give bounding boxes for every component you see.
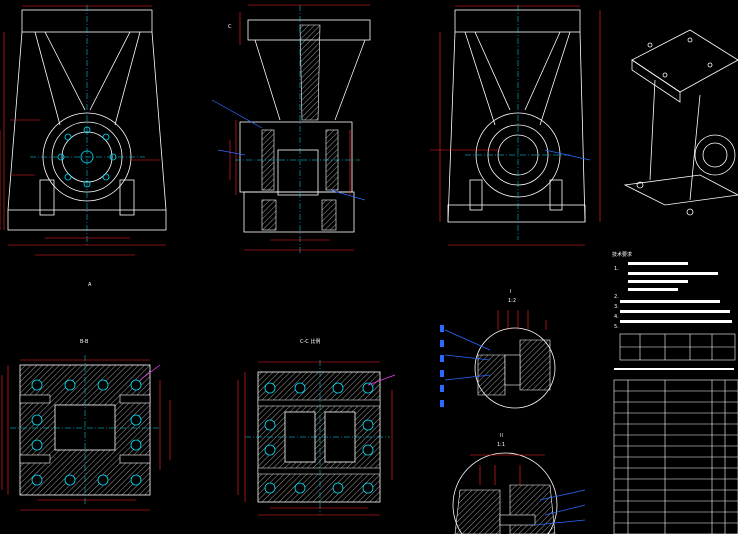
- technical-requirements: 技术要求 1. 2. 3. 4. 5.: [612, 251, 732, 330]
- front-view-right-dimensions: [430, 5, 601, 246]
- detail-i-dimensions: [497, 310, 547, 330]
- note-3: 3.: [614, 304, 619, 310]
- cc-section-title: C-C 比例: [300, 338, 320, 345]
- bb-section-bolts: [31, 379, 142, 486]
- front-view-left-centerlines: [30, 5, 145, 245]
- front-view-right-leader: [544, 149, 591, 161]
- detail-i-scale: 1:2: [508, 298, 516, 304]
- detail-i: [474, 327, 556, 409]
- side-section-leaders: [211, 99, 366, 201]
- section-mark-a: A: [88, 282, 92, 288]
- bb-section-dimensions: [1, 359, 171, 511]
- cc-section-dimensions: [237, 361, 393, 516]
- detail-ii-scale: 1:1: [497, 442, 505, 448]
- side-section-dimensions: [229, 4, 370, 251]
- detail-i-leaders: [444, 329, 491, 381]
- cc-section-centerlines: [245, 360, 390, 515]
- note-4: 4.: [614, 314, 619, 320]
- notes-rule: [614, 368, 734, 370]
- front-view-right-centerlines: [465, 5, 572, 240]
- detail-i-title: I: [510, 289, 511, 295]
- tolerance-table: [619, 333, 736, 361]
- bb-section-title: B-B: [80, 339, 89, 345]
- cc-section-leader: [367, 374, 396, 386]
- cc-section-bolts: [264, 382, 374, 494]
- side-section-view: [239, 19, 371, 233]
- note-2: 2.: [614, 294, 619, 300]
- note-5: 5.: [614, 324, 619, 330]
- front-view-left-dimensions: [0, 5, 166, 256]
- detail-ii-leaders: [534, 489, 586, 526]
- detail-ii-title: II: [500, 433, 503, 439]
- isometric-view: [623, 29, 738, 216]
- side-section-centerlines: [235, 5, 360, 255]
- bb-section-centerlines: [10, 355, 160, 505]
- detail-ii: [452, 452, 558, 534]
- note-1: 1.: [614, 266, 619, 272]
- front-view-right: [447, 9, 586, 223]
- bb-section-leader: [139, 364, 161, 381]
- notes-heading: 技术要求: [612, 251, 632, 258]
- detail-i-balloons: [440, 325, 444, 407]
- detail-ii-dimensions: [470, 454, 545, 485]
- section-mark-c: C: [228, 24, 232, 30]
- parts-list: [613, 379, 738, 534]
